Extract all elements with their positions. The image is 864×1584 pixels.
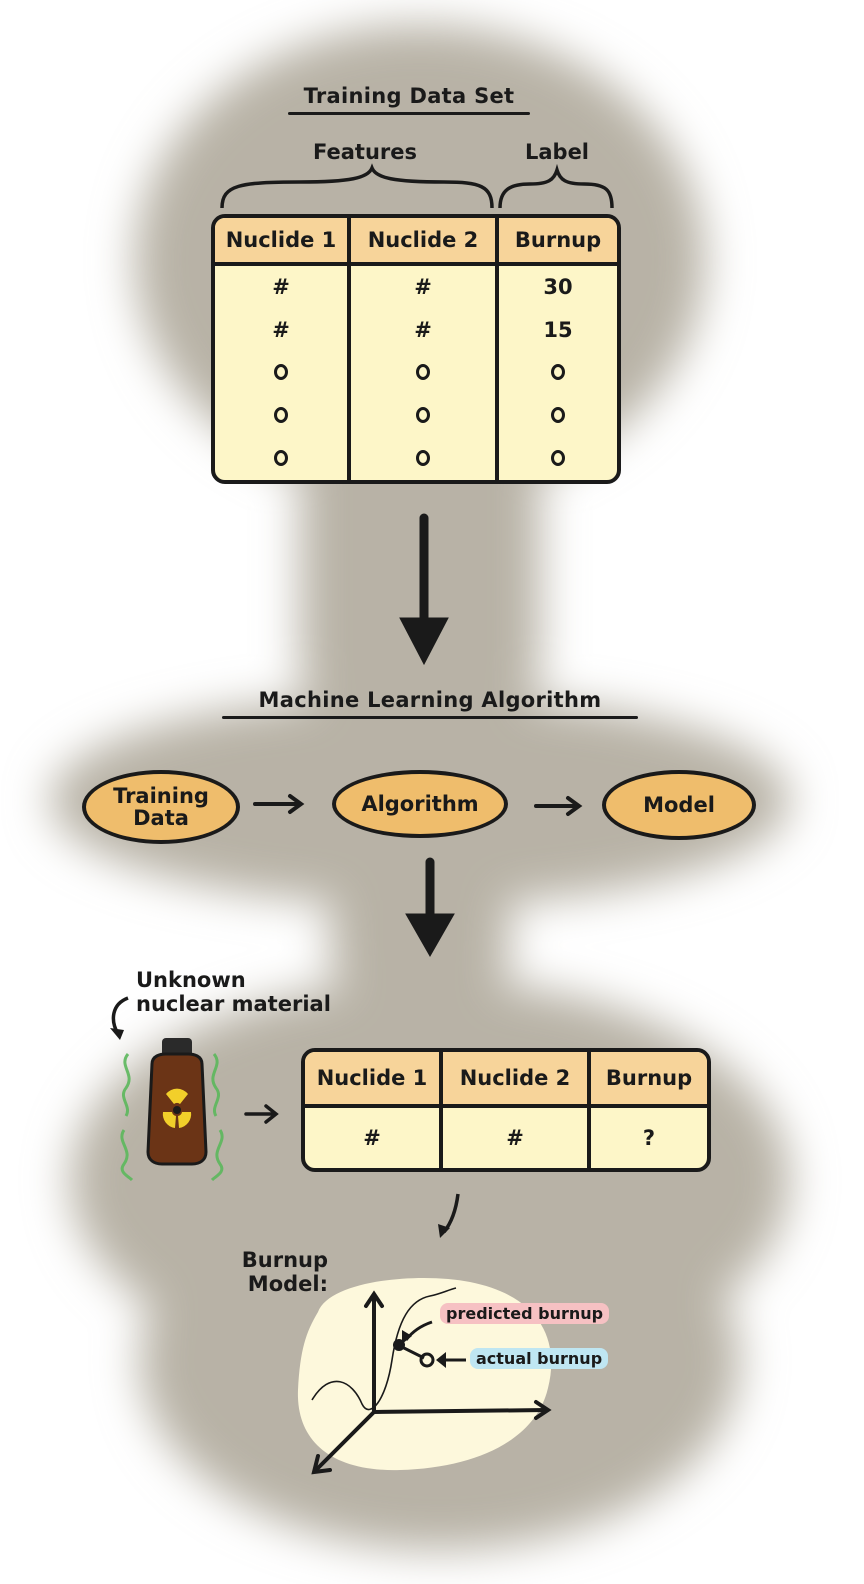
ellipsis-dot — [416, 406, 430, 423]
table-row: # # 15 — [215, 308, 617, 352]
right-arrow-icon — [253, 794, 305, 814]
ellipsis-dot — [274, 449, 288, 466]
table-cell: # — [347, 266, 495, 309]
table-cell: # — [347, 308, 495, 352]
table-row: # # 30 — [215, 266, 617, 309]
table-cell: # — [272, 275, 290, 300]
table-cell: ? — [587, 1108, 707, 1168]
ellipsis-dot — [416, 363, 430, 380]
table-row: # # ? — [305, 1108, 707, 1168]
prediction-table: Nuclide 1 Nuclide 2 Burnup # # ? — [301, 1048, 711, 1172]
ellipsis-dot — [551, 406, 565, 423]
features-brace — [220, 163, 494, 209]
table-cell: 15 — [495, 308, 617, 352]
table-cell: 30 — [495, 266, 617, 309]
down-arrow-icon — [405, 857, 455, 958]
ellipsis-row — [215, 351, 617, 395]
ellipsis-row — [215, 437, 617, 480]
training-title: Training Data Set — [288, 84, 530, 115]
ellipsis-dot — [416, 449, 430, 466]
column-header: Nuclide 1 — [215, 218, 347, 266]
table-cell: # — [363, 1126, 381, 1150]
burnup-model-label: Burnup Model: — [241, 1248, 328, 1296]
training-table: Nuclide 1 Nuclide 2 Burnup # # 30 # # 15 — [211, 214, 621, 484]
column-header: Nuclide 2 — [439, 1052, 587, 1108]
burnup-model-plot — [297, 1277, 552, 1475]
predicted-burnup-label: predicted burnup — [440, 1303, 610, 1324]
label-brace — [498, 163, 614, 209]
down-arrow-icon — [399, 513, 449, 666]
ml-title: Machine Learning Algorithm — [222, 688, 638, 719]
ellipsis-dot — [551, 449, 565, 466]
unknown-material-label: Unknown nuclear material — [136, 968, 331, 1016]
column-header: Nuclide 2 — [347, 218, 495, 266]
ellipsis-dot — [274, 406, 288, 423]
label-label: Label — [524, 140, 590, 164]
right-arrow-icon — [534, 796, 583, 816]
actual-burnup-label: actual burnup — [470, 1348, 609, 1369]
column-header: Burnup — [587, 1052, 707, 1108]
table-header-row: Nuclide 1 Nuclide 2 Burnup — [215, 218, 617, 266]
algorithm-node: Algorithm — [332, 770, 508, 838]
ellipsis-row — [215, 394, 617, 438]
ellipsis-dot — [274, 363, 288, 380]
table-header-row: Nuclide 1 Nuclide 2 Burnup — [305, 1052, 707, 1108]
table-cell: # — [439, 1108, 587, 1168]
model-node: Model — [602, 770, 756, 840]
ellipsis-dot — [551, 363, 565, 380]
features-label: Features — [313, 140, 417, 164]
curved-arrow-icon — [111, 996, 129, 1035]
training-data-node: Training Data — [82, 770, 240, 844]
right-arrow-icon — [244, 1104, 279, 1124]
radioactive-bottle-icon — [120, 1038, 224, 1182]
column-header: Burnup — [495, 218, 617, 266]
column-header: Nuclide 1 — [305, 1052, 439, 1108]
table-cell: # — [272, 318, 290, 343]
